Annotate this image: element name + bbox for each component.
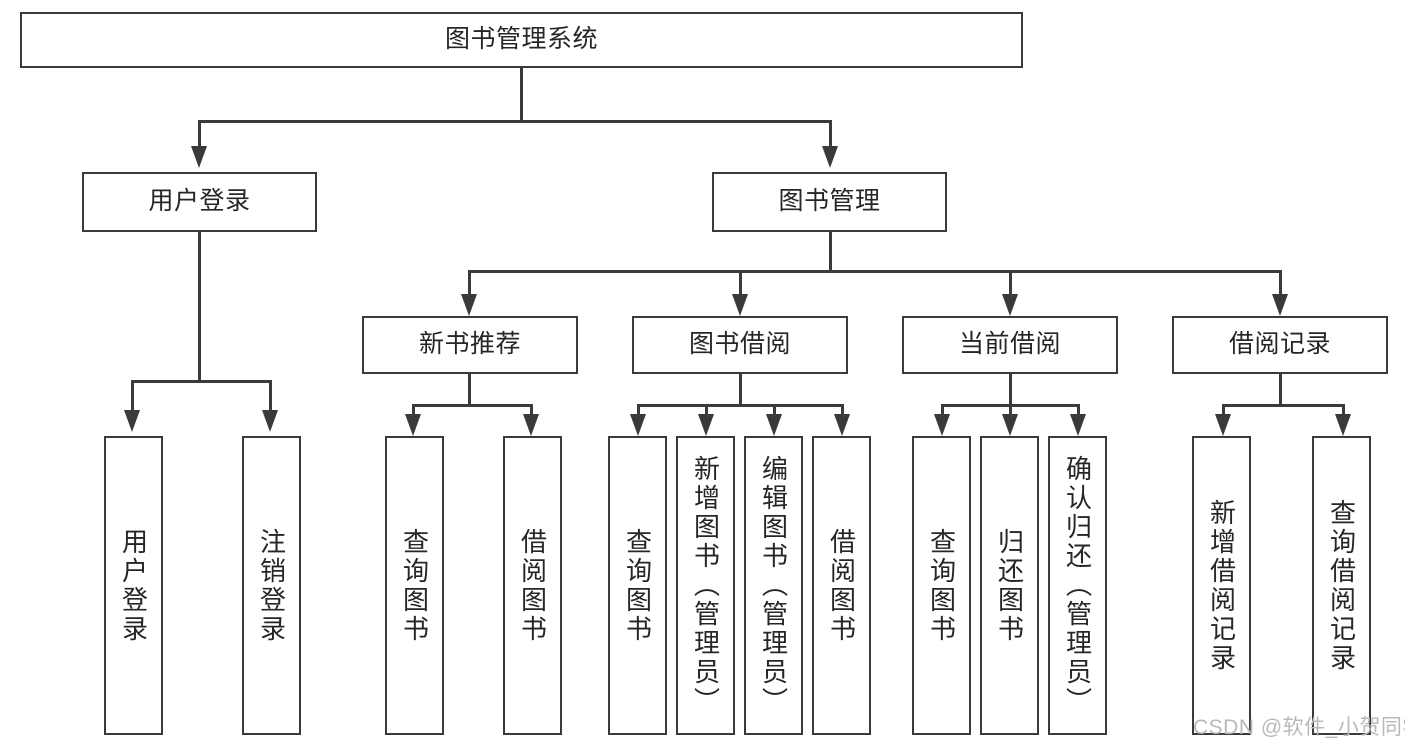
edge-book-borrow-stem — [739, 374, 742, 406]
arrow-to-leaf-query-book-3 — [934, 414, 950, 436]
node-label: 确认归还（管理员） — [1062, 455, 1093, 716]
edge-new-book-to-leaf-1 — [412, 404, 415, 418]
watermark-text: CSDN @软件_小贺同学 — [1193, 716, 1405, 739]
node-new-book-recommend[interactable]: 新书推荐 — [362, 316, 578, 374]
edge-new-book-stem — [468, 374, 471, 406]
arrow-to-leaf-edit-book — [766, 414, 782, 436]
edge-bb-to-leaf-1 — [637, 404, 640, 418]
arrow-to-leaf-query-record — [1335, 414, 1351, 436]
node-borrow-record[interactable]: 借阅记录 — [1172, 316, 1388, 374]
edge-br-to-leaf-2 — [1342, 404, 1345, 418]
arrow-to-current-borrow — [1002, 294, 1018, 316]
leaf-add-borrow-record[interactable]: 新增借阅记录 — [1192, 436, 1251, 735]
node-label: 图书管理系统 — [444, 25, 598, 54]
arrow-to-borrow-record — [1272, 294, 1288, 316]
edge-cb-to-leaf-1 — [941, 404, 944, 418]
arrow-to-leaf-user-login — [124, 410, 140, 432]
edge-user-login-to-leaf-2 — [269, 380, 272, 412]
arrow-to-leaf-borrow-book-2 — [834, 414, 850, 436]
edge-root-stem — [520, 68, 523, 122]
node-label: 查询图书 — [622, 527, 653, 644]
edge-new-book-to-leaf-2 — [530, 404, 533, 418]
leaf-borrow-book-recommend[interactable]: 借阅图书 — [503, 436, 562, 735]
arrow-to-leaf-query-book-2 — [630, 414, 646, 436]
edge-borrow-record-stem — [1279, 374, 1282, 406]
leaf-return-book[interactable]: 归还图书 — [980, 436, 1039, 735]
arrow-to-leaf-add-record — [1215, 414, 1231, 436]
arrow-to-leaf-confirm-return — [1070, 414, 1086, 436]
node-label: 查询借阅记录 — [1326, 498, 1357, 673]
leaf-query-book-recommend[interactable]: 查询图书 — [385, 436, 444, 735]
edge-user-login-stem — [198, 232, 201, 382]
arrow-to-new-book-recommend — [461, 294, 477, 316]
node-label: 借阅记录 — [1228, 330, 1331, 359]
leaf-confirm-return-admin[interactable]: 确认归还（管理员） — [1048, 436, 1107, 735]
edge-current-borrow-stem — [1009, 374, 1012, 406]
node-label: 新增图书（管理员） — [690, 455, 721, 716]
edge-borrow-record-bus — [1222, 404, 1342, 407]
edge-user-login-to-leaf-1 — [131, 380, 134, 412]
edge-book-management-bus — [468, 270, 1280, 273]
node-label: 借阅图书 — [517, 527, 548, 644]
leaf-user-login[interactable]: 用户登录 — [104, 436, 163, 735]
edge-cb-to-leaf-3 — [1077, 404, 1080, 418]
edge-root-to-user-login — [198, 120, 201, 148]
leaf-logout[interactable]: 注销登录 — [242, 436, 301, 735]
node-book-management[interactable]: 图书管理 — [712, 172, 947, 232]
node-user-login[interactable]: 用户登录 — [82, 172, 317, 232]
edge-bb-to-leaf-4 — [841, 404, 844, 418]
leaf-add-book-admin[interactable]: 新增图书（管理员） — [676, 436, 735, 735]
node-label: 借阅图书 — [826, 527, 857, 644]
node-label: 用户登录 — [148, 187, 251, 216]
edge-book-management-stem — [829, 232, 832, 272]
node-label: 当前借阅 — [958, 330, 1061, 359]
node-label: 用户登录 — [118, 527, 149, 644]
node-root-book-management-system[interactable]: 图书管理系统 — [20, 12, 1023, 68]
leaf-borrow-book[interactable]: 借阅图书 — [812, 436, 871, 735]
arrow-to-leaf-query-book-1 — [405, 414, 421, 436]
arrow-to-book-management — [822, 146, 838, 168]
edge-br-to-leaf-1 — [1222, 404, 1225, 418]
arrow-to-leaf-return-book — [1002, 414, 1018, 436]
node-label: 图书借阅 — [688, 330, 791, 359]
edge-root-bus — [198, 120, 832, 123]
node-label: 编辑图书（管理员） — [758, 455, 789, 716]
edge-bb-to-leaf-3 — [773, 404, 776, 418]
arrow-to-leaf-borrow-book-1 — [523, 414, 539, 436]
node-label: 图书管理 — [778, 187, 881, 216]
node-book-borrow[interactable]: 图书借阅 — [632, 316, 848, 374]
edge-bb-to-leaf-2 — [705, 404, 708, 418]
node-label: 归还图书 — [994, 527, 1025, 644]
edge-bm-to-book-borrow — [739, 270, 742, 296]
leaf-edit-book-admin[interactable]: 编辑图书（管理员） — [744, 436, 803, 735]
leaf-query-book-current[interactable]: 查询图书 — [912, 436, 971, 735]
edge-book-borrow-bus — [637, 404, 843, 407]
node-label: 新增借阅记录 — [1206, 498, 1237, 673]
edge-cb-to-leaf-2 — [1009, 404, 1012, 418]
edge-new-book-bus — [412, 404, 530, 407]
arrow-to-user-login — [191, 146, 207, 168]
edge-bm-to-new-book — [468, 270, 471, 296]
edge-user-login-bus — [131, 380, 269, 383]
leaf-query-borrow-record[interactable]: 查询借阅记录 — [1312, 436, 1371, 735]
node-label: 查询图书 — [399, 527, 430, 644]
edge-bm-to-current-borrow — [1009, 270, 1012, 296]
arrow-to-book-borrow — [732, 294, 748, 316]
arrow-to-leaf-add-book — [698, 414, 714, 436]
node-current-borrow[interactable]: 当前借阅 — [902, 316, 1118, 374]
node-label: 注销登录 — [256, 527, 287, 644]
arrow-to-leaf-logout — [262, 410, 278, 432]
edge-root-to-book-management — [829, 120, 832, 148]
leaf-query-book-borrow[interactable]: 查询图书 — [608, 436, 667, 735]
node-label: 新书推荐 — [418, 330, 521, 359]
node-label: 查询图书 — [926, 527, 957, 644]
edge-bm-to-borrow-record — [1279, 270, 1282, 296]
